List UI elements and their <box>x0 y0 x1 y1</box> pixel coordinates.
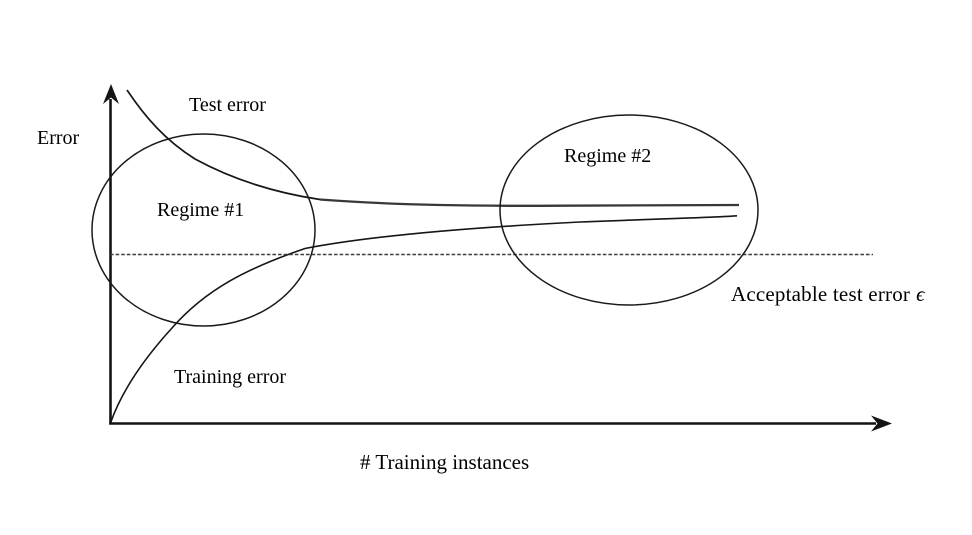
test-error-curve-flat-segment <box>319 198 740 207</box>
training-error-label: Training error <box>174 366 287 388</box>
regime-1-label: Regime #1 <box>157 199 245 221</box>
regime-2-ellipse <box>499 114 759 306</box>
regime-2-label: Regime #2 <box>564 145 652 167</box>
acceptable-error-text: Acceptable test error <box>731 282 911 306</box>
y-axis-arrowhead <box>103 84 119 104</box>
epsilon-symbol: ϵ <box>916 282 925 306</box>
test-error-label: Test error <box>189 94 266 116</box>
x-axis-label: # Training instances <box>360 450 530 474</box>
x-axis-arrowhead <box>871 415 892 432</box>
y-axis-label: Error <box>37 127 80 149</box>
test-error-curve <box>126 89 321 201</box>
regime-1-ellipse <box>91 133 316 327</box>
training-error-curve <box>109 215 738 424</box>
